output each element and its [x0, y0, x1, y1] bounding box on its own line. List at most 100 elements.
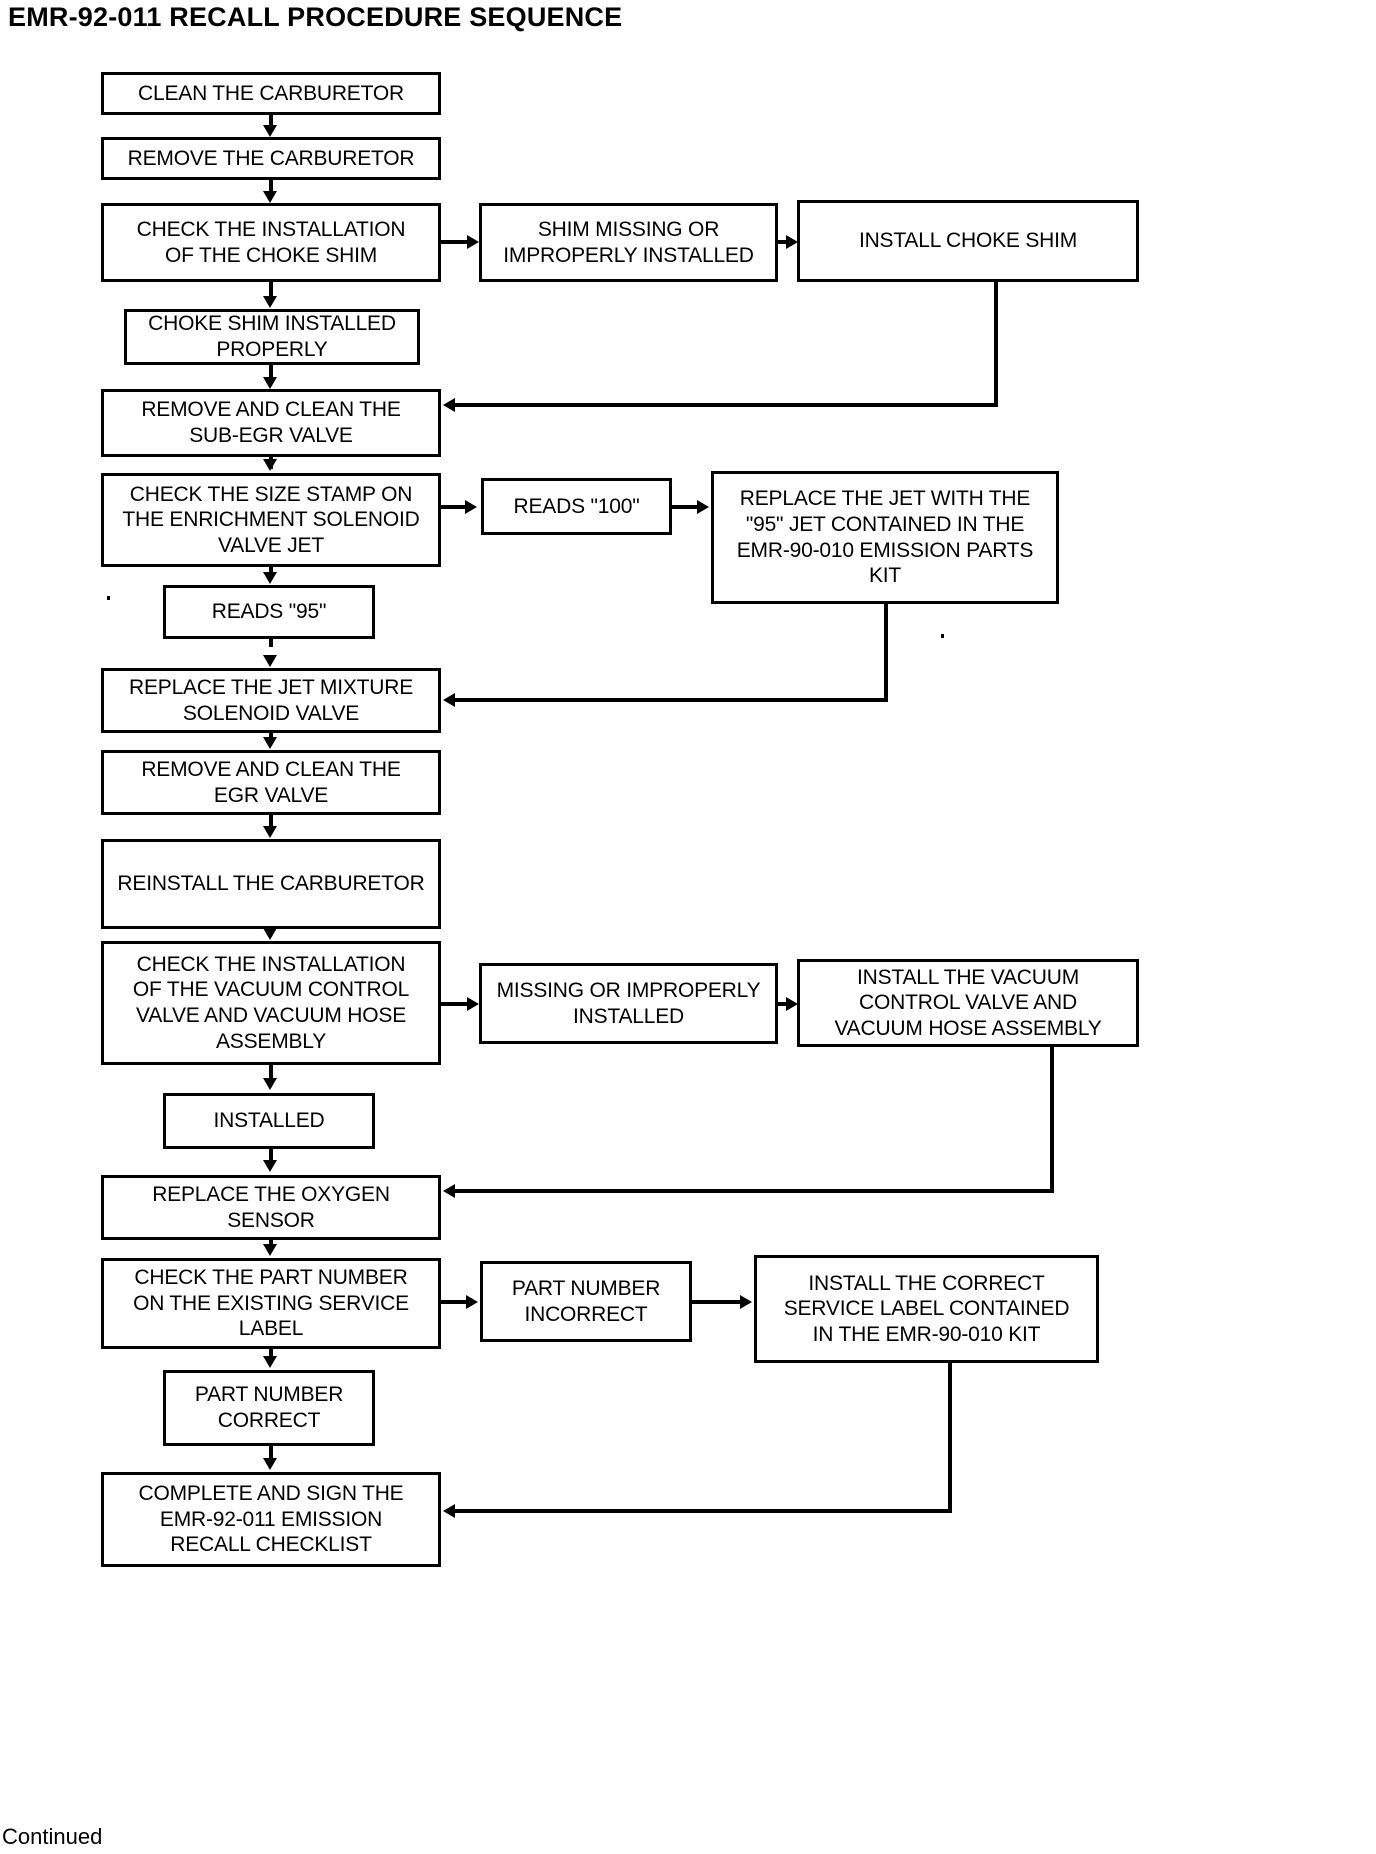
- connector-check-size-to-reads-95: [269, 567, 273, 575]
- node-label: REINSTALL THE CARBURETOR: [117, 872, 425, 896]
- node-reads-100: READS "100": [481, 478, 672, 535]
- connector-install-label-return-horizontal: [455, 1509, 952, 1513]
- arrowhead-right: [467, 235, 479, 249]
- node-label: REMOVE THE CARBURETOR: [127, 146, 415, 170]
- arrowhead-down: [263, 826, 277, 838]
- node-label: CLEAN THE CARBURETOR: [138, 81, 404, 105]
- node-check-size-stamp-solenoid-valve-jet: CHECK THE SIZE STAMP ON THE ENRICHMENT S…: [101, 473, 441, 567]
- arrowhead-down: [263, 1458, 277, 1470]
- connector-correct-to-complete-checklist: [269, 1446, 273, 1460]
- node-remove-and-clean-egr-valve: REMOVE AND CLEAN THE EGR VALVE: [101, 750, 441, 815]
- connector-replace-jet-return-vertical: [884, 604, 888, 702]
- node-label: INSTALL THE VACUUM CONTROL VALVE AND VAC…: [834, 965, 1102, 1040]
- node-label: READS "100": [513, 494, 640, 518]
- node-replace-the-oxygen-sensor: REPLACE THE OXYGEN SENSOR: [101, 1175, 441, 1240]
- node-label: CHOKE SHIM INSTALLED PROPERLY: [148, 312, 396, 361]
- connector-clean-to-remove: [269, 115, 273, 129]
- arrowhead-down: [263, 655, 277, 667]
- connector-incorrect-to-install-label: [692, 1300, 742, 1304]
- node-label: INSTALL CHOKE SHIM: [858, 229, 1078, 253]
- node-label: SHIM MISSING OR IMPROPERLY INSTALLED: [503, 217, 754, 267]
- node-replace-jet-mixture-solenoid-valve: REPLACE THE JET MIXTURE SOLENOID VALVE: [101, 668, 441, 733]
- node-label: COMPLETE AND SIGN THE EMR-92-011 EMISSIO…: [138, 1482, 404, 1557]
- node-label: CHECK THE INSTALLATION OF THE VACUUM CON…: [132, 952, 410, 1053]
- arrowhead-down: [263, 191, 277, 203]
- node-reads-95: READS "95": [163, 585, 375, 639]
- node-complete-and-sign-checklist: COMPLETE AND SIGN THE EMR-92-011 EMISSIO…: [101, 1472, 441, 1567]
- connector-check-choke-to-shim-missing: [441, 240, 471, 244]
- arrowhead-down: [263, 572, 277, 584]
- arrowhead-left: [443, 398, 455, 412]
- connector-check-part-number-to-incorrect: [441, 1300, 470, 1304]
- arrowhead-down: [263, 125, 277, 137]
- arrowhead-down: [263, 1356, 277, 1368]
- connector-install-vacuum-return-vertical: [1050, 1047, 1054, 1193]
- arrowhead-right: [466, 1295, 478, 1309]
- connector-check-vacuum-to-missing: [441, 1002, 471, 1006]
- node-install-vacuum-control-valve-assembly: INSTALL THE VACUUM CONTROL VALVE AND VAC…: [797, 959, 1139, 1047]
- arrowhead-down: [263, 296, 277, 308]
- node-remove-and-clean-sub-egr-valve: REMOVE AND CLEAN THE SUB-EGR VALVE: [101, 389, 441, 457]
- node-remove-the-carburetor: REMOVE THE CARBURETOR: [101, 137, 441, 180]
- arrowhead-right: [467, 997, 479, 1011]
- arrowhead-down: [263, 1160, 277, 1172]
- node-label: CHECK THE INSTALLATION OF THE CHOKE SHIM: [136, 217, 406, 267]
- connector-check-size-to-reads-100: [441, 505, 469, 509]
- node-missing-or-improperly-installed: MISSING OR IMPROPERLY INSTALLED: [479, 963, 778, 1044]
- page-title: EMR-92-011 RECALL PROCEDURE SEQUENCE: [8, 2, 623, 32]
- node-label: REPLACE THE JET WITH THE "95" JET CONTAI…: [736, 487, 1034, 588]
- arrowhead-down: [263, 1078, 277, 1090]
- connector-check-vacuum-to-installed: [269, 1065, 273, 1079]
- node-label: MISSING OR IMPROPERLY INSTALLED: [496, 978, 761, 1028]
- footer-note: Continued: [2, 1824, 103, 1849]
- connector-install-choke-return-vertical: [994, 282, 998, 407]
- arrowhead-down: [263, 377, 277, 389]
- node-install-correct-service-label: INSTALL THE CORRECT SERVICE LABEL CONTAI…: [754, 1255, 1099, 1363]
- arrowhead-down: [263, 1244, 277, 1256]
- node-label: REPLACE THE OXYGEN SENSOR: [152, 1182, 390, 1232]
- connector-install-choke-return-horizontal: [455, 403, 998, 407]
- node-label: REMOVE AND CLEAN THE EGR VALVE: [141, 757, 401, 807]
- node-part-number-correct: PART NUMBER CORRECT: [163, 1370, 375, 1446]
- arrowhead-down: [263, 737, 277, 749]
- node-label: READS "95": [211, 600, 327, 624]
- connector-remove-to-check-choke: [269, 180, 273, 192]
- arrowhead-left: [443, 693, 455, 707]
- scan-speck: [107, 596, 110, 600]
- arrowhead-down: [263, 459, 277, 471]
- connector-check-choke-to-shim-ok: [269, 282, 273, 298]
- node-label: CHECK THE PART NUMBER ON THE EXISTING SE…: [133, 1266, 409, 1341]
- connector-reads-95-to-replace-jet-mixture: [269, 639, 273, 647]
- node-check-vacuum-control-valve-installation: CHECK THE INSTALLATION OF THE VACUUM CON…: [101, 941, 441, 1065]
- node-check-choke-shim-installation: CHECK THE INSTALLATION OF THE CHOKE SHIM: [101, 203, 441, 282]
- node-part-number-incorrect: PART NUMBER INCORRECT: [480, 1261, 692, 1342]
- arrowhead-right: [465, 500, 477, 514]
- connector-shim-missing-to-install-choke: [778, 240, 789, 244]
- node-label: REPLACE THE JET MIXTURE SOLENOID VALVE: [128, 675, 414, 725]
- connector-installed-to-oxygen-sensor: [269, 1149, 273, 1161]
- arrowhead-right: [786, 235, 798, 249]
- connector-install-label-return-vertical: [948, 1363, 952, 1513]
- node-install-choke-shim: INSTALL CHOKE SHIM: [797, 200, 1139, 282]
- arrowhead-right: [697, 500, 709, 514]
- node-choke-shim-installed-properly: CHOKE SHIM INSTALLED PROPERLY: [124, 309, 420, 365]
- connector-install-vacuum-return-horizontal: [455, 1189, 1054, 1193]
- arrowhead-left: [443, 1504, 455, 1518]
- node-label: INSTALLED: [213, 1109, 325, 1133]
- node-replace-jet-with-95-jet: REPLACE THE JET WITH THE "95" JET CONTAI…: [711, 471, 1059, 604]
- connector-jet-mixture-to-egr-valve: [269, 733, 273, 739]
- node-shim-missing-or-improperly-installed: SHIM MISSING OR IMPROPERLY INSTALLED: [479, 203, 778, 282]
- connector-replace-jet-return-horizontal: [455, 698, 888, 702]
- arrowhead-left: [443, 1184, 455, 1198]
- connector-shim-ok-to-remove-sub-egr: [269, 365, 273, 378]
- node-reinstall-the-carburetor: REINSTALL THE CARBURETOR: [101, 839, 441, 929]
- connector-check-part-number-to-correct: [269, 1349, 273, 1359]
- node-check-part-number-service-label: CHECK THE PART NUMBER ON THE EXISTING SE…: [101, 1258, 441, 1349]
- connector-missing-to-install-vacuum: [778, 1002, 789, 1006]
- node-label: CHECK THE SIZE STAMP ON THE ENRICHMENT S…: [122, 482, 420, 557]
- scan-speck: [941, 634, 944, 638]
- node-label: REMOVE AND CLEAN THE SUB-EGR VALVE: [141, 398, 401, 447]
- node-label: PART NUMBER CORRECT: [194, 1383, 344, 1432]
- arrowhead-right: [740, 1295, 752, 1309]
